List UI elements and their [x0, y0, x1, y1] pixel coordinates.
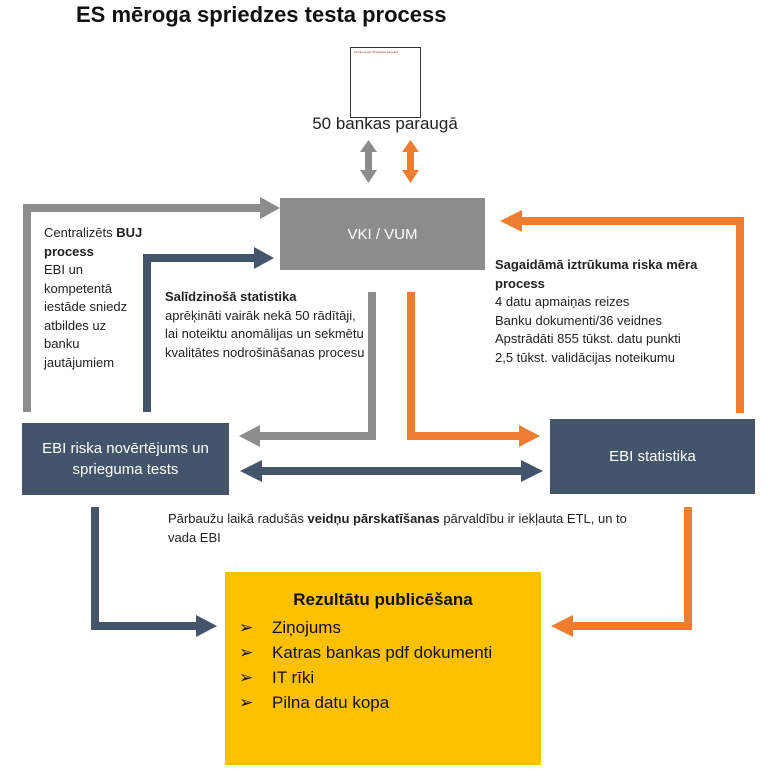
buj-note: Centralizēts BUJ process EBI un kompeten…	[44, 224, 144, 372]
arrow-bullet-icon: ➢	[239, 643, 254, 662]
thumbnail-caption: Ziņojums par 50 bankas paraugā	[354, 50, 398, 54]
gray-loop-arrow	[23, 197, 280, 412]
results-item: ➢ Ziņojums	[239, 618, 341, 638]
buj-body: EBI un kompetentā iestāde sniedz atbilde…	[44, 262, 128, 370]
risk-process-line: 2,5 tūkst. validācijas noteikumu	[495, 349, 675, 365]
comparative-stats-heading: Salīdzinošā statistika	[165, 289, 297, 304]
results-item-label: IT rīki	[272, 668, 315, 687]
navy-results-arrow	[91, 507, 217, 637]
arrow-bullet-icon: ➢	[239, 618, 254, 637]
results-item: ➢ Pilna datu kopa	[239, 693, 389, 713]
comparative-stats-body: aprēķināti vairāk nekā 50 rādītāji, lai …	[165, 307, 365, 360]
results-item: ➢ Katras bankas pdf dokumenti	[239, 643, 492, 663]
ebi-stat-box: EBI statistika	[550, 419, 755, 494]
arrow-bullet-icon: ➢	[239, 693, 254, 712]
results-box: Rezultātu publicēšana ➢ Ziņojums ➢ Katras …	[225, 572, 541, 765]
ebi-stat-label: EBI statistika	[609, 448, 696, 465]
gray-double-arrow	[360, 140, 377, 183]
risk-process-note: Sagaidāmā iztrūkuma riska mēra process 4…	[495, 256, 735, 367]
results-item-label: Ziņojums	[272, 618, 341, 637]
ebi-risk-box: EBI riska novērtējums un sprieguma tests	[22, 423, 229, 495]
arrow-bullet-icon: ➢	[239, 668, 254, 687]
review-bold: veidņu pārskatīšanas	[307, 511, 440, 526]
gray-down-left-arrow	[239, 292, 376, 447]
sample-label: 50 bankas paraugā	[312, 114, 458, 133]
orange-double-arrow	[402, 140, 419, 183]
navy-loop-arrow	[143, 247, 274, 412]
orange-down-right-arrow	[407, 292, 540, 447]
risk-process-line: Apstrādāti 855 tūkst. datu punkti	[495, 331, 681, 346]
orange-loop-arrow	[500, 210, 744, 413]
vki-box: VKI / VUM	[280, 198, 485, 270]
review-after: pārvaldību ir iekļauta ETL, un to vada E…	[168, 511, 627, 545]
navy-double-arrow	[240, 460, 543, 482]
results-item-label: Pilna datu kopa	[272, 693, 390, 712]
results-item: ➢ IT rīki	[239, 668, 314, 688]
ebi-risk-label: EBI riska novērtējums un sprieguma tests	[42, 440, 209, 478]
report-thumbnail: Ziņojums par 50 bankas paraugā	[350, 47, 421, 118]
risk-process-heading: Sagaidāmā iztrūkuma riska mēra process	[495, 257, 698, 291]
risk-process-line: 4 datu apmaiņas reizes	[495, 294, 630, 309]
vki-label: VKI / VUM	[347, 225, 418, 243]
buj-prefix: Centralizēts	[44, 225, 117, 240]
page-title: ES mēroga spriedzes testa process	[76, 2, 447, 27]
buj-bold: BUJ process	[44, 225, 143, 259]
risk-process-line: Banku dokumenti/36 veidnes	[495, 312, 662, 328]
orange-results-arrow	[551, 507, 692, 637]
results-item-label: Katras bankas pdf dokumenti	[272, 643, 493, 662]
results-title: Rezultātu publicēšana	[293, 590, 473, 609]
review-before: Pārbaužu laikā radušās	[168, 511, 308, 526]
template-review-note: Pārbaužu laikā radušās veidņu pārskatīša…	[168, 509, 638, 547]
comparative-stats-note: Salīdzinošā statistika aprēķināti vairāk…	[165, 288, 365, 362]
